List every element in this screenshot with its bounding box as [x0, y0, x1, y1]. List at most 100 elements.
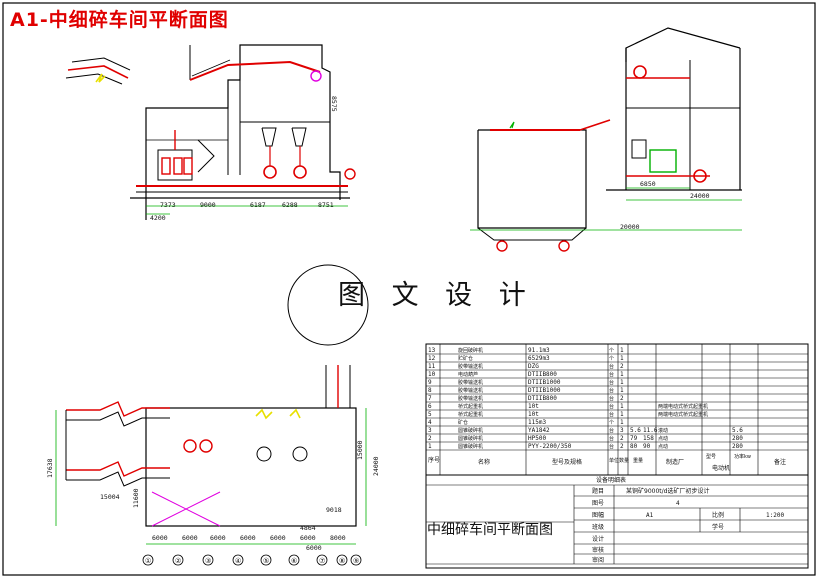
svg-text:台: 台: [609, 387, 614, 394]
svg-text:点动: 点动: [658, 443, 668, 450]
svg-text:2: 2: [620, 363, 624, 370]
svg-text:旋回破碎机: 旋回破碎机: [458, 347, 483, 354]
svg-text:DTIIB1000: DTIIB1000: [528, 379, 561, 386]
svg-text:DZG: DZG: [528, 363, 539, 370]
svg-text:两端电动式桥式起重机: 两端电动式桥式起重机: [658, 403, 708, 410]
watermark-text: 图 文 设 计: [338, 280, 535, 311]
svg-text:DTIIB1000: DTIIB1000: [528, 387, 561, 394]
svg-text:矿仓: 矿仓: [458, 419, 468, 426]
svg-text:型号及规格: 型号及规格: [552, 458, 582, 466]
svg-text:5: 5: [428, 411, 432, 418]
dim-section-b-depth: 20000: [620, 223, 640, 231]
svg-text:台: 台: [609, 363, 614, 370]
svg-text:79: 79: [630, 435, 638, 442]
svg-text:2: 2: [620, 395, 624, 402]
svg-text:1: 1: [620, 411, 624, 418]
plan-bottom-mid: 15004: [100, 493, 120, 501]
tb-size-value: A1: [646, 512, 654, 519]
svg-text:3: 3: [428, 427, 432, 434]
svg-text:序号: 序号: [428, 456, 440, 464]
svg-text:台: 台: [609, 371, 614, 378]
tb-project-label: 题目: [592, 488, 604, 495]
svg-text:11: 11: [428, 363, 436, 370]
svg-text:1: 1: [620, 347, 624, 354]
plan-left-total: 17638: [46, 458, 54, 478]
svg-text:功率kw: 功率kw: [734, 453, 751, 460]
svg-text:1: 1: [620, 371, 624, 378]
svg-text:台: 台: [609, 403, 614, 410]
svg-text:3: 3: [620, 427, 624, 434]
table-row-7: 7 胶带输送机 DTIIB800 台 2: [428, 395, 624, 402]
svg-text:12: 12: [428, 355, 436, 362]
plan-bay-4: 6000: [240, 534, 256, 542]
axis-label-4: ④: [235, 557, 241, 565]
table-row-4: 4 矿仓 115m3 个 1: [428, 419, 624, 426]
svg-text:13: 13: [428, 347, 436, 354]
plan-view: [55, 365, 367, 545]
axis-label-5: ⑤: [263, 557, 269, 565]
table-row-3: 3 圆锥破碎机 YA1842 台 3 5.6 11.6 滚动 5.6: [428, 427, 743, 434]
svg-text:胶带输送机: 胶带输送机: [458, 363, 483, 370]
table-row-1: 1 圆锥破碎机 PYY-2200/350 台 2 80 90 点动 280: [428, 443, 743, 450]
plan-right-small: 9018: [326, 506, 342, 514]
svg-text:滚动: 滚动: [658, 427, 668, 434]
section-elevation-right: [470, 27, 742, 252]
axis-label-3: ③: [205, 557, 211, 565]
svg-text:80: 80: [630, 443, 638, 450]
svg-text:名称: 名称: [478, 458, 490, 466]
plan-left-inner: 11600: [132, 488, 140, 508]
svg-text:型号: 型号: [706, 453, 716, 460]
svg-text:点动: 点动: [658, 435, 668, 442]
svg-text:胶带输送机: 胶带输送机: [458, 379, 483, 386]
svg-text:电动葫芦: 电动葫芦: [458, 371, 478, 378]
tb-scale-value: 1:200: [766, 512, 784, 519]
tb-sheet-value: 4: [676, 500, 680, 507]
svg-text:4: 4: [428, 419, 432, 426]
svg-text:115m3: 115m3: [528, 419, 546, 426]
svg-text:重量: 重量: [633, 457, 643, 464]
svg-text:台: 台: [609, 395, 614, 402]
axis-label-9: ⑨: [353, 557, 359, 565]
table-row-12: 12 贮矿仓 6529m3 个 1: [428, 355, 624, 362]
axis-label-6: ⑥: [291, 557, 297, 565]
svg-text:个: 个: [609, 420, 614, 426]
table-row-10: 10 电动葫芦 DTIIB800 台 1: [428, 371, 624, 378]
plan-lower-bay: 6000: [306, 544, 322, 552]
plan-overall: 15000: [356, 440, 364, 460]
table-row-6: 6 桥式起重机 10t 台 1 两端电动式桥式起重机: [428, 403, 708, 410]
plan-bay-3: 6000: [210, 534, 226, 542]
svg-text:台: 台: [609, 427, 614, 434]
svg-text:1: 1: [620, 419, 624, 426]
dim-section-a-3: 9000: [200, 201, 216, 209]
tb-class-label: 班级: [592, 523, 604, 531]
tb-drawing-title: 中细碎车间平断面图: [427, 522, 553, 538]
svg-text:90: 90: [643, 443, 651, 450]
svg-text:1: 1: [620, 379, 624, 386]
dim-section-b-step: 6850: [640, 180, 656, 188]
feeder-sketch: [65, 57, 131, 85]
svg-text:台: 台: [609, 435, 614, 442]
svg-text:280: 280: [732, 435, 743, 442]
tb-project-value: 某铜矿9000t/d选矿厂初步设计: [626, 487, 709, 495]
svg-text:圆锥破碎机: 圆锥破碎机: [458, 427, 483, 434]
svg-text:个: 个: [609, 356, 614, 362]
axis-label-8: ⑧: [339, 557, 345, 565]
dim-section-b-width: 24000: [690, 192, 710, 200]
svg-text:备注: 备注: [774, 458, 786, 466]
dim-section-a-5: 6288: [282, 201, 298, 209]
watermark-circle: [287, 264, 369, 346]
plan-bay-6: 6000: [300, 534, 316, 542]
equipment-table-caption: 设备明细表: [596, 476, 626, 484]
table-row-2: 2 圆锥破碎机 HP500 台 2 79 158 点动 280: [428, 435, 743, 442]
tb-sheet-label: 图号: [592, 500, 604, 507]
svg-text:DTIIB800: DTIIB800: [528, 395, 557, 402]
svg-text:圆锥破碎机: 圆锥破碎机: [458, 443, 483, 450]
axis-label-7: ⑦: [319, 557, 325, 565]
tb-review-label: 审核: [592, 546, 604, 554]
table-row-13: 13 旋回破碎机 91.1m3 个 1: [428, 347, 624, 354]
svg-text:91.1m3: 91.1m3: [528, 347, 550, 354]
svg-text:5.6: 5.6: [732, 427, 743, 434]
svg-text:圆锥破碎机: 圆锥破碎机: [458, 435, 483, 442]
svg-text:158: 158: [643, 435, 654, 442]
